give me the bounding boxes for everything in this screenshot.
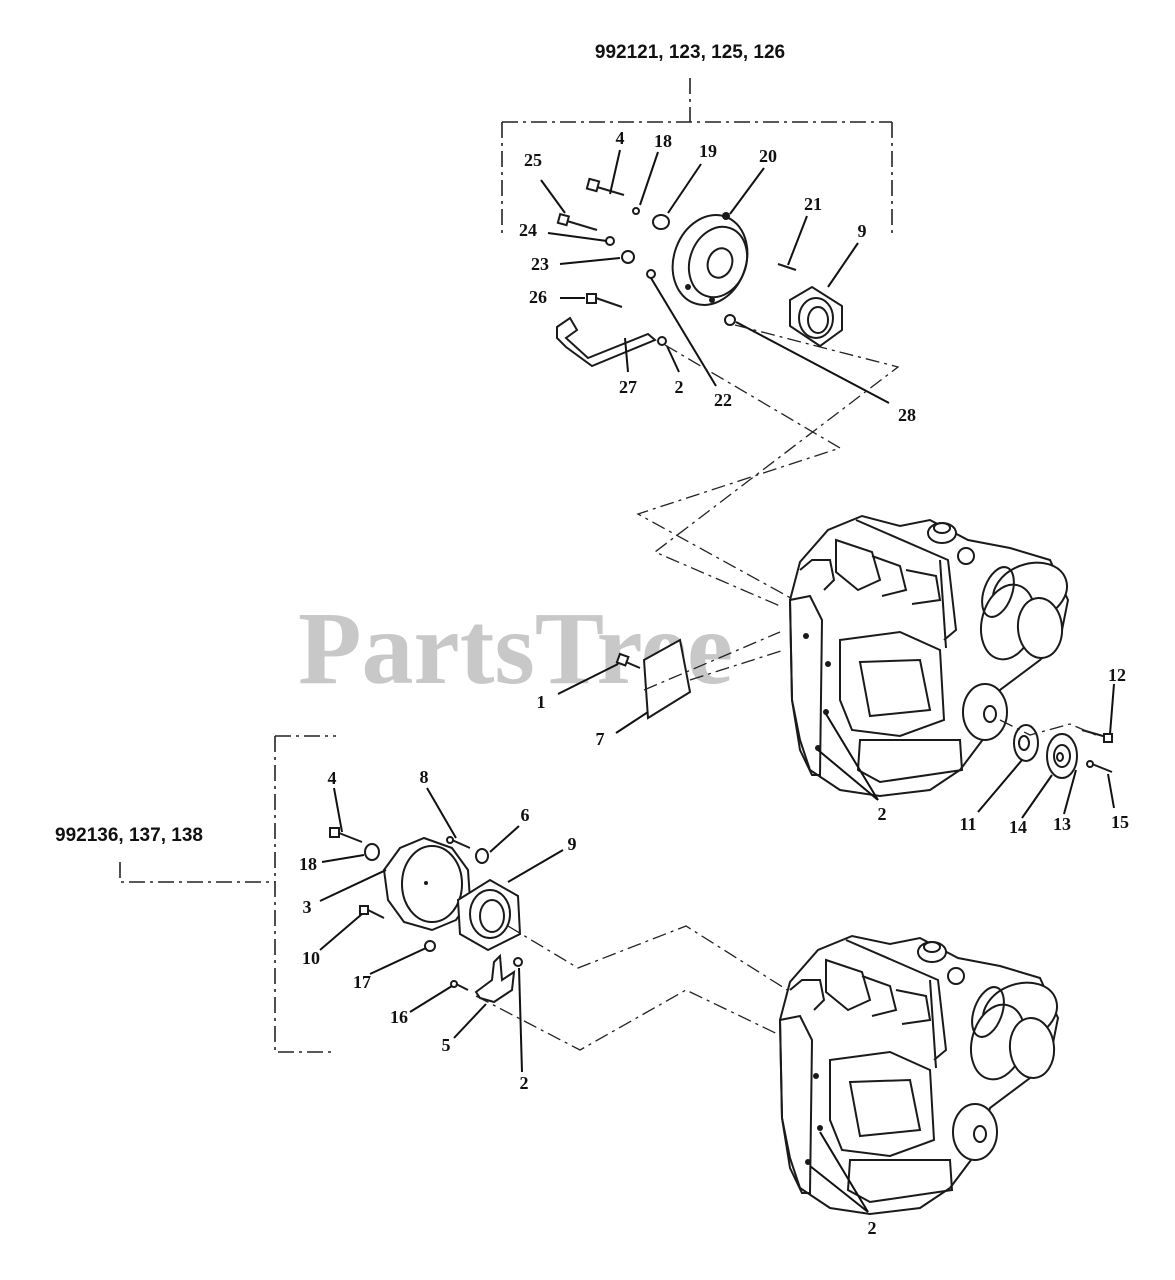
assembly-line (999, 719, 1099, 737)
pulley-part[interactable] (1046, 733, 1078, 779)
top-parts (556, 177, 843, 368)
engine-top: 1 7 2 12 11 14 13 15 (537, 514, 1130, 837)
callout-label[interactable]: 21 (804, 194, 822, 214)
bolt-part[interactable] (329, 827, 363, 843)
group-top-bracket (501, 78, 893, 238)
bolt-part[interactable] (450, 980, 469, 991)
bolt-part[interactable] (615, 652, 641, 669)
callout-label[interactable]: 27 (619, 377, 637, 397)
clutch-part[interactable] (382, 836, 472, 932)
callout-label[interactable]: 19 (699, 141, 717, 161)
pulley-hub-part[interactable] (1013, 724, 1039, 762)
bolt-part[interactable] (1081, 729, 1113, 743)
callout-label[interactable]: 4 (616, 128, 625, 148)
group-top-label[interactable]: 992121, 123, 125, 126 (595, 42, 785, 63)
callout-label[interactable]: 1 (537, 692, 546, 712)
callout-label[interactable]: 8 (420, 767, 429, 787)
callout-label[interactable]: 13 (1053, 814, 1071, 834)
bottom-parts (329, 827, 523, 1004)
callout-label[interactable]: 2 (675, 377, 684, 397)
watermark: PartsTree TM (298, 591, 869, 706)
callout-label[interactable]: 16 (390, 1007, 408, 1027)
bottom-leaders (319, 787, 564, 1073)
callout-label[interactable]: 23 (531, 254, 549, 274)
callout-label[interactable]: 5 (442, 1035, 451, 1055)
callout-label[interactable]: 15 (1111, 812, 1129, 832)
middle-callouts: 1 7 2 12 11 14 13 15 (537, 665, 1130, 837)
assembly-line (475, 989, 791, 1051)
middle-leaders (557, 663, 1115, 819)
spacer-part[interactable] (621, 250, 635, 264)
washer-part[interactable] (632, 207, 640, 215)
callout-label[interactable]: 22 (714, 390, 732, 410)
bolt-part[interactable] (359, 905, 385, 919)
engine-illustration[interactable] (788, 514, 1075, 798)
callout-label[interactable]: 26 (529, 287, 547, 307)
callout-label[interactable]: 25 (524, 150, 542, 170)
clutch-part[interactable] (660, 204, 759, 315)
assembly-line (636, 344, 842, 603)
nut-part[interactable] (513, 957, 523, 967)
callout-label[interactable]: 20 (759, 146, 777, 166)
assembly-line (507, 925, 801, 999)
top-callouts: 4 18 19 20 25 21 9 24 23 26 27 2 22 28 (519, 128, 916, 425)
washer-part[interactable] (364, 843, 380, 861)
group-bottom: 992136, 137, 138 (55, 735, 801, 1093)
callout-label[interactable]: 2 (878, 804, 887, 824)
washer-part[interactable] (652, 214, 670, 230)
bottom-callouts: 4 8 6 9 18 3 10 17 16 5 2 (299, 767, 577, 1093)
spacer-part[interactable] (646, 269, 656, 279)
plate-part[interactable] (642, 638, 692, 720)
callout-label[interactable]: 12 (1108, 665, 1126, 685)
engine-illustration[interactable] (778, 934, 1065, 1216)
flange-part[interactable] (456, 878, 522, 952)
bolt-part[interactable] (586, 293, 623, 308)
bolt-part[interactable] (724, 314, 736, 326)
group-bottom-bracket (119, 735, 336, 1053)
bolt-part[interactable] (1086, 760, 1113, 773)
callout-label[interactable]: 11 (959, 814, 976, 834)
nut-part[interactable] (657, 336, 667, 346)
nut-part[interactable] (605, 236, 615, 246)
callout-label[interactable]: 28 (898, 405, 916, 425)
callout-label[interactable]: 10 (302, 948, 320, 968)
callout-label[interactable]: 2 (868, 1218, 877, 1238)
bolt-part[interactable] (556, 212, 598, 231)
bolt-part[interactable] (446, 836, 471, 849)
pin-part[interactable] (777, 263, 797, 271)
callout-label[interactable]: 9 (858, 221, 867, 241)
engine-bottom: 2 (778, 934, 1065, 1238)
callout-label[interactable]: 7 (596, 729, 605, 749)
group-bottom-label[interactable]: 992136, 137, 138 (55, 825, 203, 846)
bracket-part[interactable] (474, 953, 516, 1004)
callout-label[interactable]: 2 (520, 1073, 529, 1093)
callout-label[interactable]: 4 (328, 768, 337, 788)
flange-part[interactable] (789, 285, 843, 348)
leader-line (819, 1131, 869, 1213)
callout-label[interactable]: 6 (521, 805, 530, 825)
callout-label[interactable]: 3 (303, 897, 312, 917)
callout-label[interactable]: 24 (519, 220, 537, 240)
bolt-part[interactable] (585, 177, 625, 196)
callout-label[interactable]: 9 (568, 834, 577, 854)
callout-label[interactable]: 18 (654, 131, 672, 151)
callout-label[interactable]: 17 (353, 972, 371, 992)
callout-label[interactable]: 14 (1009, 817, 1027, 837)
group-top: 992121, 123, 125, 126 (501, 42, 916, 607)
bracket-part[interactable] (556, 316, 657, 368)
nut-part[interactable] (424, 940, 436, 952)
assembly-line (653, 324, 900, 607)
leader-line (809, 1165, 869, 1213)
callout-label[interactable]: 18 (299, 854, 317, 874)
assembly-line (643, 631, 785, 691)
washer-part[interactable] (475, 848, 489, 864)
